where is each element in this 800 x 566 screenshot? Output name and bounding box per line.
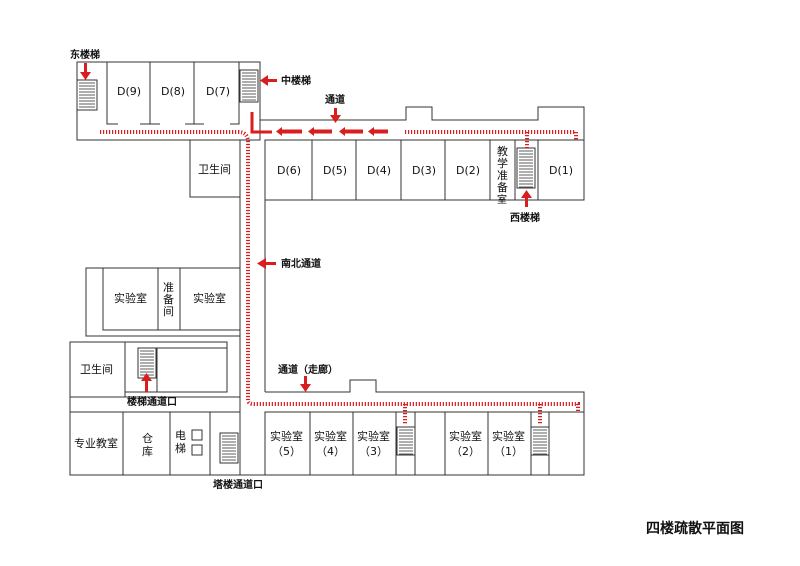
lab5-label: 实验室 （5） bbox=[270, 429, 303, 458]
elevator-label: 电 梯 bbox=[175, 429, 186, 455]
lab4 bbox=[309, 411, 354, 476]
svg-text:实验室: 实验室 bbox=[270, 429, 303, 443]
svg-text:库: 库 bbox=[142, 445, 153, 458]
lab4-label: 实验室 （4） bbox=[314, 429, 347, 458]
lab3-label: 实验室 （3） bbox=[357, 429, 390, 458]
lab-a-label: 实验室 bbox=[114, 291, 147, 305]
page-title: 四楼疏散平面图 bbox=[646, 520, 744, 537]
lab1-label: 实验室 （1） bbox=[492, 429, 525, 458]
lab2 bbox=[444, 411, 489, 476]
room-d4 bbox=[355, 139, 402, 201]
svg-text:电: 电 bbox=[175, 429, 186, 442]
specialty-classroom-label: 专业教室 bbox=[74, 436, 118, 450]
svg-text:实验室: 实验室 bbox=[449, 429, 482, 443]
svg-text:教: 教 bbox=[497, 145, 508, 158]
svg-text:实验室: 实验室 bbox=[357, 429, 390, 443]
callout-labels: 东楼梯 中楼梯 通道 西楼梯 南北通道 通道（走廊） 楼梯通道口 塔楼通道口 bbox=[70, 48, 540, 491]
lab2-label: 实验室 （2） bbox=[449, 429, 482, 458]
svg-text:（1）: （1） bbox=[494, 445, 523, 458]
room-d7-label: D(7) bbox=[206, 85, 230, 98]
room-d6 bbox=[264, 139, 313, 201]
svg-text:实验室: 实验室 bbox=[492, 429, 525, 443]
stair-exit-label: 楼梯通道口 bbox=[127, 395, 177, 408]
toilet-west bbox=[69, 341, 126, 398]
room-d2-label: D(2) bbox=[456, 164, 480, 177]
room-d4-label: D(4) bbox=[367, 164, 391, 177]
lab-b-label: 实验室 bbox=[193, 291, 226, 305]
svg-text:学: 学 bbox=[497, 156, 508, 170]
room-d1-label: D(1) bbox=[549, 164, 573, 177]
east-stairs-label: 东楼梯 bbox=[70, 48, 100, 61]
svg-text:（4）: （4） bbox=[316, 445, 345, 458]
room-d1 bbox=[537, 139, 585, 201]
lab3 bbox=[352, 411, 397, 476]
south-block bbox=[69, 379, 585, 476]
room-d7 bbox=[193, 61, 240, 125]
svg-text:（2）: （2） bbox=[451, 445, 480, 458]
room-d2 bbox=[444, 139, 491, 201]
tower-exit-label: 塔楼通道口 bbox=[213, 478, 263, 491]
passage-top-label: 通道 bbox=[325, 93, 345, 106]
lab1 bbox=[487, 411, 532, 476]
middle-stairs-label: 中楼梯 bbox=[281, 74, 311, 87]
route-arrows bbox=[80, 63, 532, 392]
lab5 bbox=[264, 411, 311, 476]
svg-text:备: 备 bbox=[163, 292, 174, 306]
specialty-classroom bbox=[69, 411, 124, 476]
toilet-north-label: 卫生间 bbox=[198, 162, 231, 176]
svg-text:（5）: （5） bbox=[272, 445, 301, 458]
room-d9 bbox=[106, 61, 151, 125]
room-d6-label: D(6) bbox=[277, 164, 301, 177]
svg-text:仓: 仓 bbox=[142, 431, 153, 445]
svg-text:间: 间 bbox=[163, 305, 174, 318]
room-d9-label: D(9) bbox=[117, 85, 141, 98]
lab-a bbox=[102, 267, 159, 331]
north-south-corridor bbox=[239, 197, 266, 398]
svg-text:（3）: （3） bbox=[359, 445, 388, 458]
west-stairs-label: 西楼梯 bbox=[510, 211, 540, 224]
prep-small-label: 准 备 间 bbox=[163, 281, 174, 318]
svg-text:准: 准 bbox=[497, 169, 508, 182]
prep-room-label: 教 学 准 备 室 bbox=[497, 145, 508, 206]
toilet-north bbox=[189, 139, 241, 198]
toilet-west-label: 卫生间 bbox=[80, 362, 113, 376]
north-south-passage-label: 南北通道 bbox=[281, 257, 321, 270]
svg-text:准: 准 bbox=[163, 281, 174, 294]
warehouse-label: 仓 库 bbox=[142, 431, 153, 458]
elevator bbox=[169, 411, 211, 476]
room-labels: D(9) D(8) D(7) D(6) D(5) D(4) D(3) D(2) … bbox=[74, 85, 573, 458]
lab-b bbox=[179, 267, 241, 331]
svg-text:实验室: 实验室 bbox=[314, 429, 347, 443]
north-wing bbox=[76, 61, 585, 201]
svg-text:室: 室 bbox=[497, 193, 507, 206]
room-d3-label: D(3) bbox=[412, 164, 436, 177]
svg-text:梯: 梯 bbox=[175, 442, 186, 455]
room-d5 bbox=[311, 139, 357, 201]
room-d8 bbox=[149, 61, 195, 125]
lab-block bbox=[69, 267, 241, 398]
evacuation-route bbox=[100, 112, 580, 425]
svg-text:备: 备 bbox=[497, 180, 508, 194]
room-prep bbox=[489, 139, 516, 201]
room-d5-label: D(5) bbox=[323, 164, 347, 177]
room-d8-label: D(8) bbox=[161, 85, 185, 98]
corridor-passage-label: 通道（走廊） bbox=[278, 363, 338, 376]
